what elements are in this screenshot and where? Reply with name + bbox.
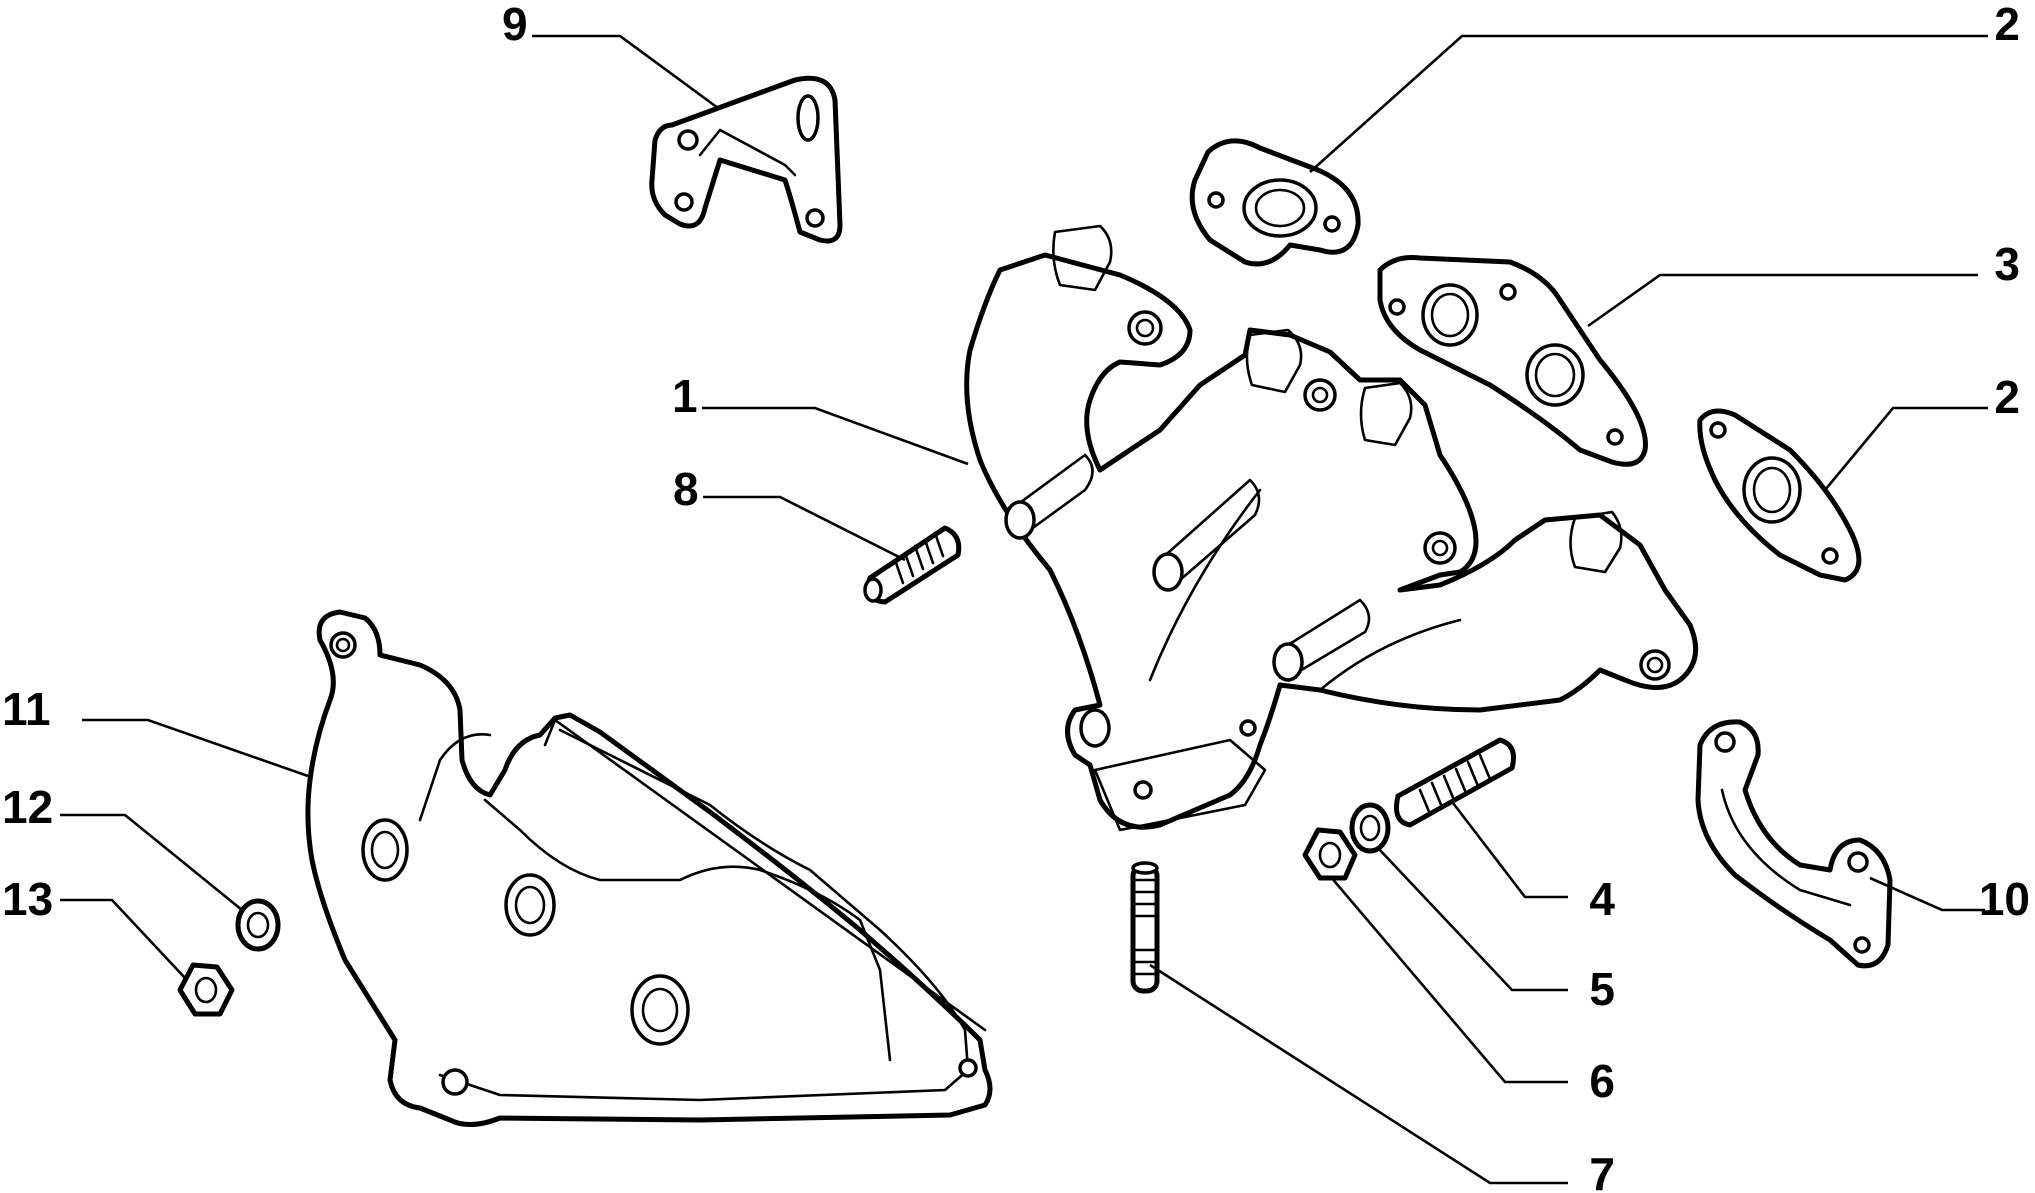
leader-6: [1329, 875, 1568, 1084]
part-1-exhaust-manifold[interactable]: [964, 224, 1699, 832]
callout-8: 8: [673, 463, 699, 515]
part-3-gasket-double[interactable]: [1377, 255, 1648, 467]
leader-8: [703, 495, 906, 562]
leader-5: [1377, 847, 1568, 992]
part-8-stud[interactable]: [863, 525, 962, 605]
leader-11: [82, 718, 309, 778]
callout-4: 4: [1589, 873, 1615, 925]
leader-3: [1587, 273, 1978, 328]
callout-13: 13: [2, 873, 53, 925]
leader-13: [60, 898, 186, 979]
part-4-stud[interactable]: [1394, 737, 1516, 828]
leader-9: [532, 34, 719, 110]
callout-11: 11: [2, 683, 51, 735]
part-11-heat-shield[interactable]: [305, 609, 993, 1127]
leader-4: [1451, 802, 1568, 899]
callout-5: 5: [1589, 963, 1615, 1015]
part-7-stud[interactable]: [1130, 861, 1160, 994]
leader-2a: [1309, 34, 1988, 173]
callout-3: 3: [1994, 238, 2020, 290]
part-6-nut[interactable]: [1302, 827, 1358, 881]
leader-1: [702, 406, 969, 466]
part-10-bracket[interactable]: [1695, 719, 1893, 969]
leader-10: [1869, 876, 1985, 912]
leader-7: [1149, 963, 1568, 1185]
callout-2a: 2: [1994, 0, 2020, 50]
callout-6: 6: [1589, 1055, 1615, 1107]
callout-7: 7: [1589, 1148, 1615, 1193]
callout-10: 10: [1979, 873, 2030, 925]
leader-12: [60, 813, 243, 912]
leader-2b: [1823, 406, 1988, 491]
callout-1: 1: [672, 370, 698, 422]
part-2-gasket-right[interactable]: [1697, 408, 1862, 583]
callout-9: 9: [502, 0, 528, 50]
leader-lines: [60, 34, 1988, 1185]
part-2-gasket-upper[interactable]: [1189, 138, 1361, 267]
part-5-washer[interactable]: [1349, 802, 1391, 854]
part-12-washer[interactable]: [235, 898, 281, 952]
part-9-bracket[interactable]: [649, 75, 843, 244]
callout-2b: 2: [1994, 371, 2020, 423]
part-13-nut[interactable]: [177, 962, 235, 1017]
callout-12: 12: [2, 781, 53, 833]
